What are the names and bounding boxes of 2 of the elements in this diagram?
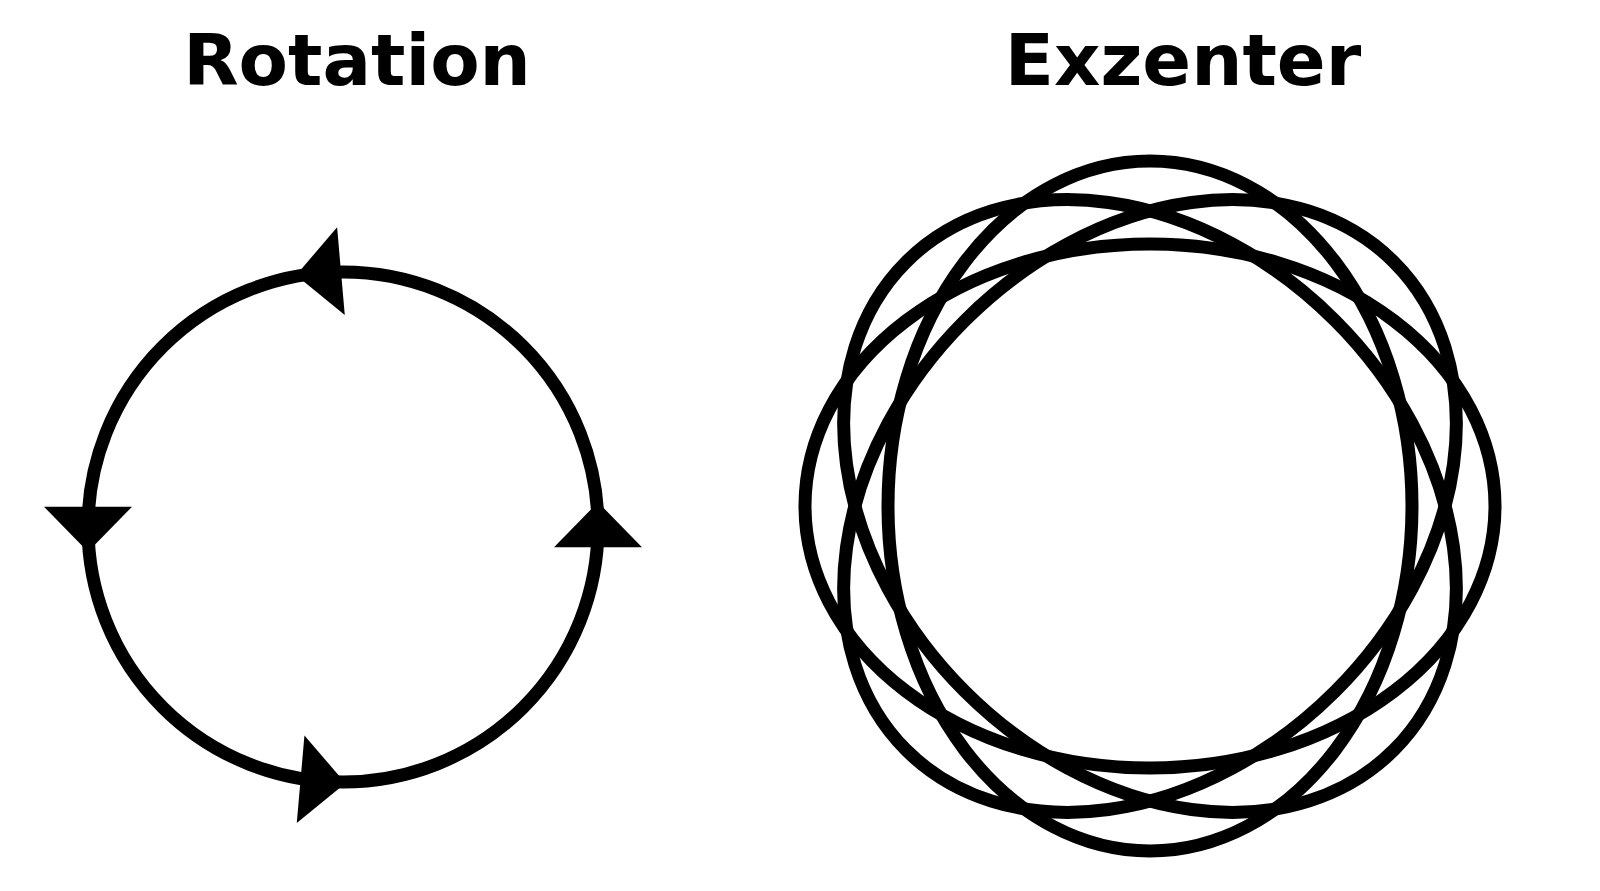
- heading: Exzenter: [1004, 18, 1362, 102]
- heading: Rotation: [183, 18, 531, 102]
